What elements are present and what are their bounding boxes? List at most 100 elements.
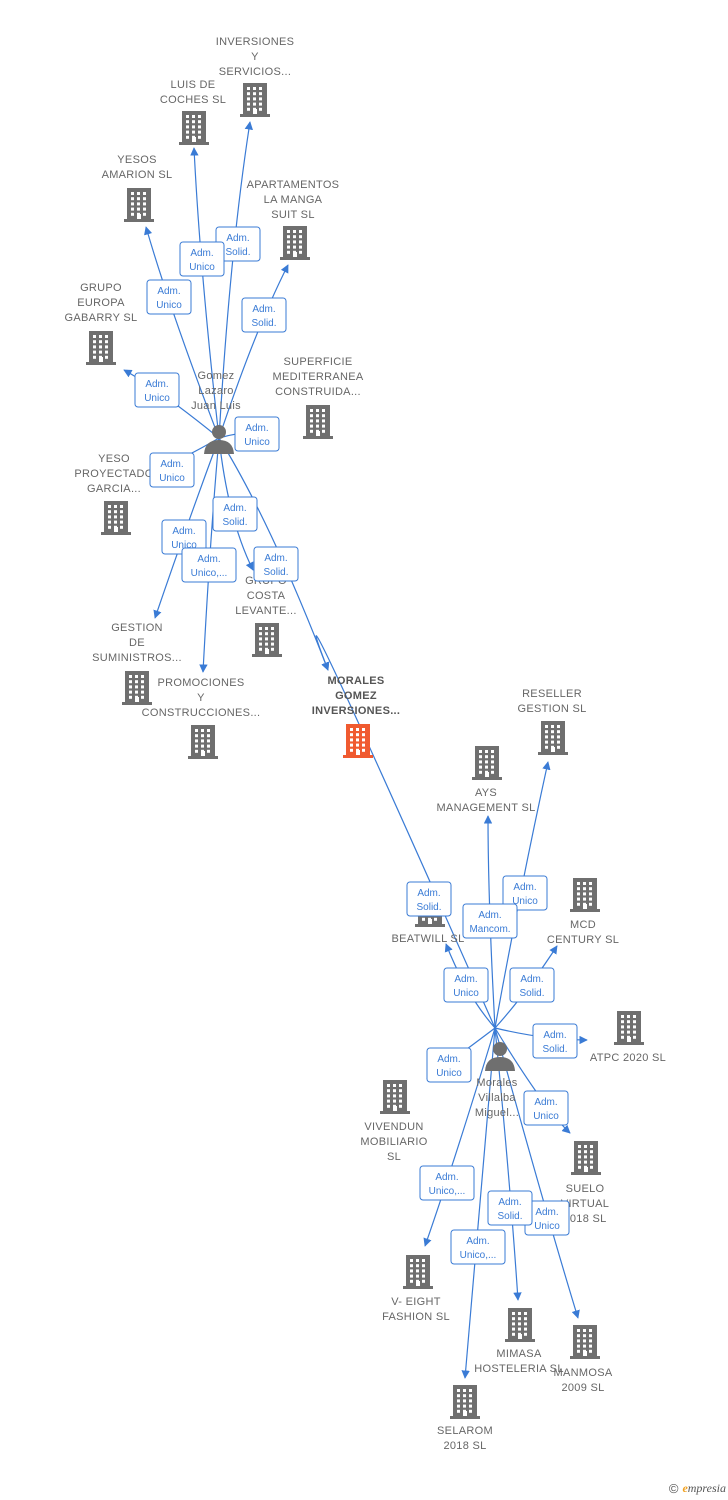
company-label-line: YESO: [98, 453, 130, 465]
building-icon: [101, 501, 131, 535]
company-label-line: AMARION SL: [102, 169, 173, 181]
role-text: Unico,...: [429, 1186, 466, 1197]
company-node-yeso_proy[interactable]: YESOPROYECTADOGARCIA...: [74, 453, 153, 535]
company-label-line: HOSTELERIA SL: [474, 1363, 564, 1375]
company-label-line: SUIT SL: [271, 209, 314, 221]
building-icon: [614, 1011, 644, 1045]
building-icon: [570, 878, 600, 912]
company-label-line: CONSTRUCCIONES...: [142, 707, 261, 719]
role-text: Adm.: [520, 974, 543, 985]
building-icon: [450, 1385, 480, 1419]
role-text: Solid.: [251, 318, 276, 329]
company-node-gestion[interactable]: GESTIONDESUMINISTROS...: [92, 622, 182, 705]
company-label-line: CONSTRUIDA...: [275, 386, 361, 398]
company-node-inversiones[interactable]: INVERSIONESYSERVICIOS...: [216, 36, 295, 117]
company-label-line: FASHION SL: [382, 1311, 450, 1323]
company-label-line: RESELLER: [522, 688, 582, 700]
building-icon: [188, 725, 218, 759]
company-node-superficie[interactable]: SUPERFICIEMEDITERRANEACONSTRUIDA...: [273, 356, 364, 439]
company-node-yesos[interactable]: YESOS AMARION SL: [102, 154, 173, 222]
role-text: Solid.: [416, 902, 441, 913]
person-node-morales[interactable]: MoralesVillalbaMiguel...: [475, 1042, 519, 1119]
company-node-atpc[interactable]: ATPC 2020 SL: [590, 1011, 666, 1064]
person-label-line: Miguel...: [475, 1107, 519, 1119]
company-label-line: GESTION SL: [517, 703, 586, 715]
role-text: Adm.: [466, 1236, 489, 1247]
role-label-gomez-grupo_europa: Adm.Unico: [134, 372, 180, 408]
role-label-gomez-apartamentos: Adm. Solid.: [241, 297, 287, 333]
role-label-gomez-yeso_proy: Adm.Unico: [149, 452, 195, 488]
role-label-gomez-luis: Adm.Unico: [179, 241, 225, 277]
role-text: Adm.: [437, 1054, 460, 1065]
role-label-morales-reseller: Adm.Unico: [502, 875, 548, 911]
building-icon: [122, 671, 152, 705]
company-label-line: EUROPA: [77, 297, 125, 309]
company-label-line: GABARRY SL: [65, 312, 138, 324]
company-label-line: INVERSIONES...: [312, 705, 401, 717]
person-label-line: Lazaro: [198, 385, 233, 397]
building-icon: [570, 1325, 600, 1359]
company-label-line: GOMEZ: [335, 690, 377, 702]
person-icon: [204, 425, 234, 454]
company-label-line: ATPC 2020 SL: [590, 1052, 666, 1064]
building-icon: [505, 1308, 535, 1342]
role-text: Unico: [159, 473, 185, 484]
role-text: Adm.: [513, 882, 536, 893]
building-icon: [240, 83, 270, 117]
role-text: Adm.: [157, 286, 180, 297]
role-label-morales-mimasa: Adm.Solid.: [487, 1190, 533, 1226]
role-label-morales-veight: Adm.Unico,...: [419, 1165, 475, 1201]
role-text: Adm.: [543, 1030, 566, 1041]
company-node-grupo_costa[interactable]: GRUPOCOSTALEVANTE...: [235, 575, 296, 657]
building-icon: [343, 724, 373, 758]
role-label-gomez-inversiones: Adm.Solid.: [215, 226, 261, 262]
company-node-morales_gomez[interactable]: MORALESGOMEZINVERSIONES...: [312, 675, 401, 758]
company-label-line: SERVICIOS...: [219, 66, 291, 78]
company-label-line: YESOS: [117, 154, 156, 166]
edge-morales-veight: [423, 1027, 496, 1247]
company-label-line: V- EIGHT: [391, 1296, 440, 1308]
role-text: Adm.: [454, 974, 477, 985]
company-label-line: 2018 SL: [443, 1440, 486, 1452]
role-text: Unico: [171, 540, 197, 551]
role-text: Adm.: [145, 379, 168, 390]
company-node-reseller[interactable]: RESELLER GESTION SL: [517, 688, 586, 755]
role-text: Solid.: [225, 247, 250, 258]
role-text: Unico,...: [460, 1250, 497, 1261]
role-label-morales-mcd: Adm.Solid.: [509, 967, 555, 1003]
company-label-line: DE: [129, 637, 145, 649]
company-node-veight[interactable]: V- EIGHT FASHION SL: [382, 1255, 450, 1323]
company-node-grupo_europa[interactable]: GRUPO EUROPA GABARRY SL: [65, 282, 138, 365]
building-icon: [86, 331, 116, 365]
company-label-line: COCHES SL: [160, 94, 226, 106]
person-label-line: Morales: [476, 1077, 517, 1089]
company-label-line: SL: [387, 1151, 401, 1163]
role-text: Solid.: [263, 567, 288, 578]
role-text: Adm.: [264, 553, 287, 564]
company-label-line: VIRTUAL: [561, 1198, 609, 1210]
role-text: Adm.: [252, 304, 275, 315]
edge-gomez-luis: [190, 147, 220, 439]
person-label-line: Villalba: [478, 1092, 516, 1104]
company-label-line: GRUPO: [80, 282, 122, 294]
company-node-promociones[interactable]: PROMOCIONESYCONSTRUCCIONES...: [142, 677, 261, 759]
role-text: Adm.: [534, 1097, 557, 1108]
role-text: Adm.: [190, 248, 213, 259]
edge-gomez-morales_gomez: [218, 437, 330, 671]
building-icon: [252, 623, 282, 657]
company-label-line: CENTURY SL: [547, 934, 619, 946]
company-label-line: Y: [197, 692, 205, 704]
company-label-line: Y: [251, 51, 259, 63]
building-icon: [179, 111, 209, 145]
